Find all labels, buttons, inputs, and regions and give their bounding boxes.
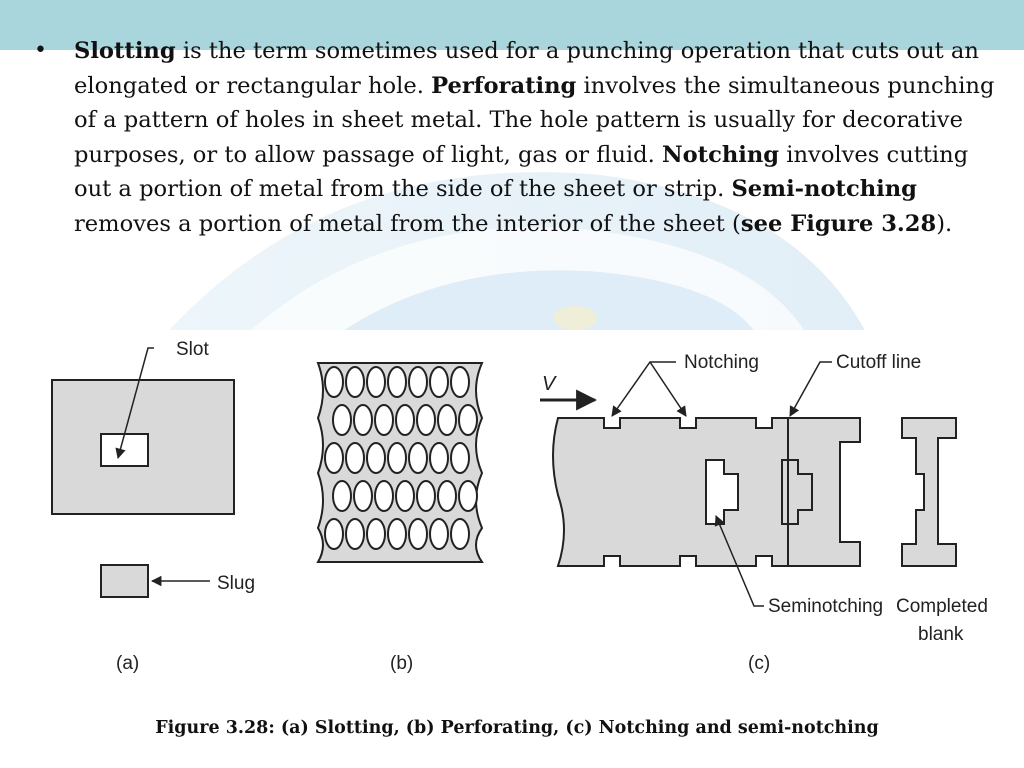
bullet-marker: • [34,38,47,63]
text-span: involves cutting out a portion of metal … [74,141,969,203]
figure-caption: Figure 3.28: (a) Slotting, (b) Perforati… [155,718,879,738]
perforation-hole [366,518,386,550]
perforation-hole [429,442,449,474]
notching-leader-2 [649,361,687,417]
label-v: V [542,373,557,395]
perforation-hole [345,442,365,474]
perforation-hole [366,442,386,474]
term-perforating: Perforating [431,72,577,99]
figure-3-28: Slot Slug (a) (b) V Notching Cutoff line [0,330,1024,700]
perforation-hole [395,404,415,436]
slot-hole [100,433,149,467]
perforation-hole [353,404,373,436]
text-span: is the term sometimes used for a punchin… [74,38,979,99]
perforation-hole [395,480,415,512]
panel-label-a: (a) [116,653,139,674]
perforation-hole [353,480,373,512]
perforation-hole [324,518,344,550]
perforation-holes [324,366,478,550]
term-slotting: Slotting [74,38,176,64]
panel-c-notching: V Notching Cutoff line Seminotching Comp… [540,352,988,674]
perforation-hole [450,442,470,474]
cutoff-leader [789,361,832,417]
perforation-hole [416,480,436,512]
label-cutoff-line: Cutoff line [836,352,921,373]
perforation-hole [437,480,457,512]
figure-reference: see Figure 3.28 [740,210,937,237]
figure-drawing: Slot Slug (a) (b) V Notching Cutoff line [0,330,1024,700]
background-swirl [160,172,870,340]
perforation-hole [324,442,344,474]
perforation-hole [324,366,344,398]
panel-label-c: (c) [748,653,770,674]
panel-label-b: (b) [390,653,413,674]
perforation-hole [332,480,352,512]
seminotching-leader [714,515,764,607]
perforation-hole [345,366,365,398]
perforation-hole [450,518,470,550]
bullet-paragraph: Slotting is the term sometimes used for … [74,34,1009,241]
label-completed: Completed [896,596,988,617]
perforation-hole [408,366,428,398]
perforation-hole [345,518,365,550]
slug [100,564,149,598]
text-span: involves the simultaneous punching of a … [74,72,995,168]
perforation-hole [450,366,470,398]
perforation-hole [458,480,478,512]
label-blank: blank [918,624,964,645]
term-semi-notching: Semi-notching [731,176,917,202]
perforation-hole [374,480,394,512]
panel-b-perforating: (b) [316,362,484,674]
label-notching: Notching [684,352,759,373]
header-band [0,0,1024,50]
label-slug: Slug [217,573,255,594]
term-notching: Notching [661,141,780,168]
seminotch-hole [705,459,739,525]
perforation-hole [429,366,449,398]
panel-a-slotting: Slot Slug (a) [51,339,255,674]
label-slot: Slot [176,339,209,360]
perforation-hole [458,404,478,436]
label-seminotching: Seminotching [768,596,883,617]
perforation-hole [408,442,428,474]
perforation-hole [416,404,436,436]
perforation-hole [332,404,352,436]
slot-leader [115,347,154,460]
perforation-hole [387,366,407,398]
perforation-hole [437,404,457,436]
perforation-hole [387,442,407,474]
completed-blank-shape [901,417,957,567]
text-span: ). [936,210,953,237]
bullet-list: • Slotting is the term sometimes used fo… [34,34,1009,241]
perforation-hole [387,518,407,550]
text-span: removes a portion of metal from the inte… [74,210,741,237]
perforation-hole [366,366,386,398]
perforation-hole [408,518,428,550]
perforation-hole [374,404,394,436]
perforation-hole [429,518,449,550]
